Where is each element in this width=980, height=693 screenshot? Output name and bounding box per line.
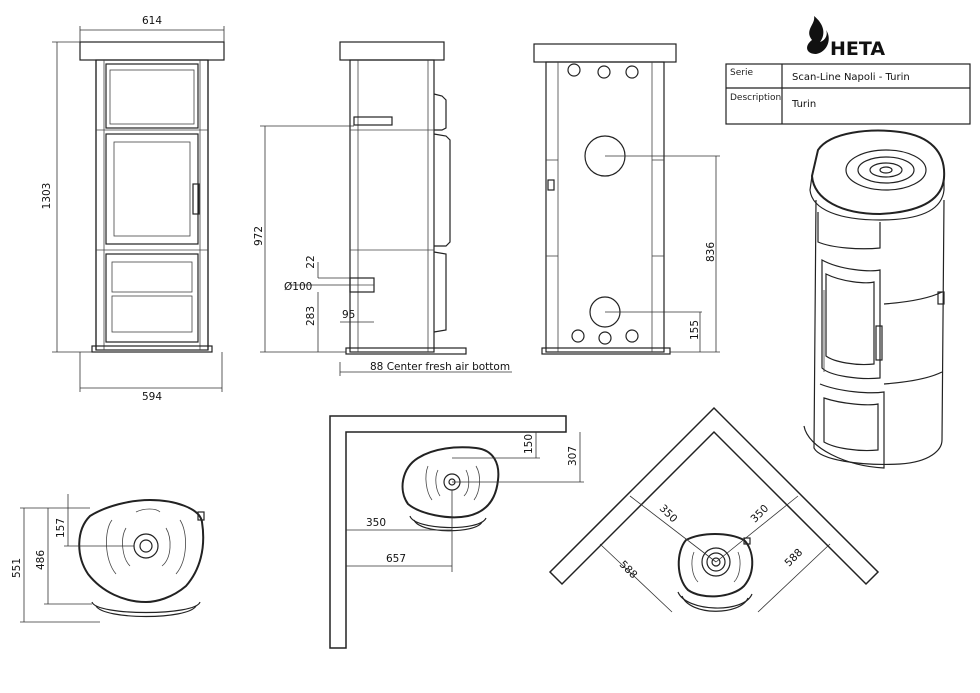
serie-value: Scan-Line Napoli - Turin xyxy=(792,72,910,83)
stove-3d-view xyxy=(803,129,946,469)
dim-top-157: 157 xyxy=(55,518,67,538)
dim-side-22: 22 xyxy=(305,255,317,268)
title-block xyxy=(725,16,971,125)
dim-corner-588-right: 588 xyxy=(783,547,806,570)
dim-front-width-bottom: 594 xyxy=(142,391,162,403)
dim-back-155: 155 xyxy=(689,320,701,340)
flame-icon xyxy=(807,16,829,54)
corner-placement-view xyxy=(548,406,880,613)
description-value: Turin xyxy=(791,99,816,110)
back-view xyxy=(533,43,720,355)
dim-corner-350-right: 350 xyxy=(749,503,772,526)
dim-back-836: 836 xyxy=(705,242,717,262)
front-view xyxy=(52,26,225,392)
dim-wall-307: 307 xyxy=(567,446,579,466)
wall-placement-view xyxy=(329,415,584,649)
dim-wall-657: 657 xyxy=(386,553,406,565)
top-view xyxy=(20,494,205,623)
brand-logo-text: HETA xyxy=(830,38,885,60)
dim-side-283: 283 xyxy=(305,306,317,326)
dim-corner-350-left: 350 xyxy=(657,503,680,526)
side-view xyxy=(260,41,512,376)
dim-side-972: 972 xyxy=(253,226,265,246)
dim-side-95: 95 xyxy=(342,309,355,321)
dim-side-diameter: Ø100 xyxy=(284,281,312,293)
dim-wall-350: 350 xyxy=(366,517,386,529)
dim-side-note: 88 Center fresh air bottom xyxy=(370,361,510,373)
description-label: Description xyxy=(730,93,781,103)
dim-wall-150: 150 xyxy=(523,434,535,454)
dim-top-551: 551 xyxy=(11,558,23,578)
dim-top-486: 486 xyxy=(35,550,47,570)
serie-label: Serie xyxy=(730,68,753,78)
dim-front-height: 1303 xyxy=(41,183,53,210)
dim-front-width-top: 614 xyxy=(142,15,162,27)
